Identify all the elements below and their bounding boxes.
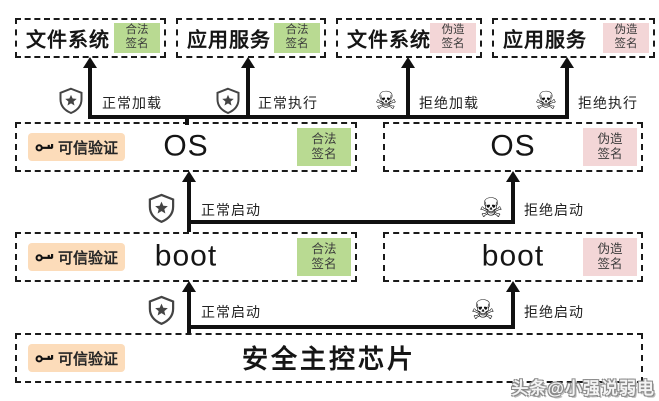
legit-signature-badge: 合法签名 <box>114 23 160 53</box>
legit-signature-badge: 合法签名 <box>274 23 320 53</box>
filesystem-forged-box: 文件系统 伪造签名 <box>336 18 482 58</box>
load-ok-label: 正常加载 <box>102 95 162 111</box>
arrow-head-boot-deny <box>506 171 520 182</box>
load-deny-label: 拒绝加载 <box>419 95 479 111</box>
appservice-legit-label: 应用服务 <box>187 29 271 52</box>
key-icon <box>35 144 54 152</box>
arrow-line <box>187 325 515 329</box>
arrow-head-boot-ok <box>182 281 196 292</box>
forged-signature-badge: 伪造签名 <box>583 238 637 276</box>
trusted-verification-badge: 可信验证 <box>28 133 126 161</box>
arrow-head-boot-ok <box>182 171 196 182</box>
arrow-head-exec-deny <box>560 57 574 68</box>
shield-star-icon <box>216 87 240 115</box>
arrow-line <box>565 66 569 119</box>
appservice-legit-box: 应用服务 合法签名 <box>176 18 326 58</box>
secure-chip-label: 安全主控芯片 <box>241 343 417 374</box>
trusted-verification-badge: 可信验证 <box>28 344 126 372</box>
key-icon <box>35 254 54 262</box>
arrow-head-exec-ok <box>241 57 255 68</box>
arrow-line <box>88 66 92 119</box>
filesystem-legit-label: 文件系统 <box>26 29 110 52</box>
arrow-line <box>187 291 191 333</box>
arrow-head-load-deny <box>401 57 415 68</box>
boot-ok-label: 正常启动 <box>201 304 261 320</box>
boot-legit-label: boot <box>154 239 218 273</box>
watermark: 头条@小强说弱电 <box>511 379 655 398</box>
shield-star-icon <box>59 87 83 115</box>
appservice-forged-label: 应用服务 <box>503 29 587 52</box>
shield-star-icon <box>148 193 175 223</box>
skull-crossbones-icon: ☠ <box>374 86 398 115</box>
arrow-line <box>185 115 189 125</box>
arrow-head-load-ok <box>83 57 97 68</box>
os-forged-box: OS 伪造签名 <box>383 122 643 172</box>
shield-star-icon <box>148 295 175 325</box>
os-forged-label: OS <box>490 129 536 163</box>
legit-signature-badge: 合法签名 <box>297 238 351 276</box>
forged-signature-badge: 伪造签名 <box>430 23 476 53</box>
skull-crossbones-icon: ☠ <box>470 295 496 326</box>
arrow-line <box>187 220 515 224</box>
os-legit-label: OS <box>163 129 209 163</box>
skull-crossbones-icon: ☠ <box>534 86 558 115</box>
trusted-verification-badge: 可信验证 <box>28 243 126 271</box>
arrow-line <box>511 291 515 329</box>
os-legit-box: 可信验证 OS 合法签名 <box>15 122 357 172</box>
boot-legit-box: 可信验证 boot 合法签名 <box>15 232 357 282</box>
boot-forged-box: boot 伪造签名 <box>383 232 643 282</box>
arrow-line <box>187 181 191 232</box>
arrow-head-boot-deny <box>506 281 520 292</box>
secure-chip-box: 可信验证 安全主控芯片 <box>15 333 643 383</box>
arrow-line <box>88 115 569 119</box>
trust-badge-label: 可信验证 <box>58 139 119 157</box>
exec-ok-label: 正常执行 <box>258 95 318 111</box>
key-icon <box>35 355 54 363</box>
boot-ok-label: 正常启动 <box>201 202 261 218</box>
trust-badge-label: 可信验证 <box>58 249 119 267</box>
arrow-line <box>511 181 515 224</box>
boot-forged-label: boot <box>481 239 545 273</box>
boot-deny-label: 拒绝启动 <box>524 202 584 218</box>
arrow-line <box>406 66 410 119</box>
forged-signature-badge: 伪造签名 <box>603 23 649 53</box>
appservice-forged-box: 应用服务 伪造签名 <box>492 18 655 58</box>
trust-badge-label: 可信验证 <box>58 350 119 368</box>
skull-crossbones-icon: ☠ <box>478 193 504 224</box>
arrow-line <box>246 66 250 119</box>
filesystem-forged-label: 文件系统 <box>347 29 431 52</box>
forged-signature-badge: 伪造签名 <box>583 128 637 166</box>
boot-deny-label: 拒绝启动 <box>524 304 584 320</box>
exec-deny-label: 拒绝执行 <box>578 95 638 111</box>
legit-signature-badge: 合法签名 <box>297 128 351 166</box>
filesystem-legit-box: 文件系统 合法签名 <box>15 18 166 58</box>
